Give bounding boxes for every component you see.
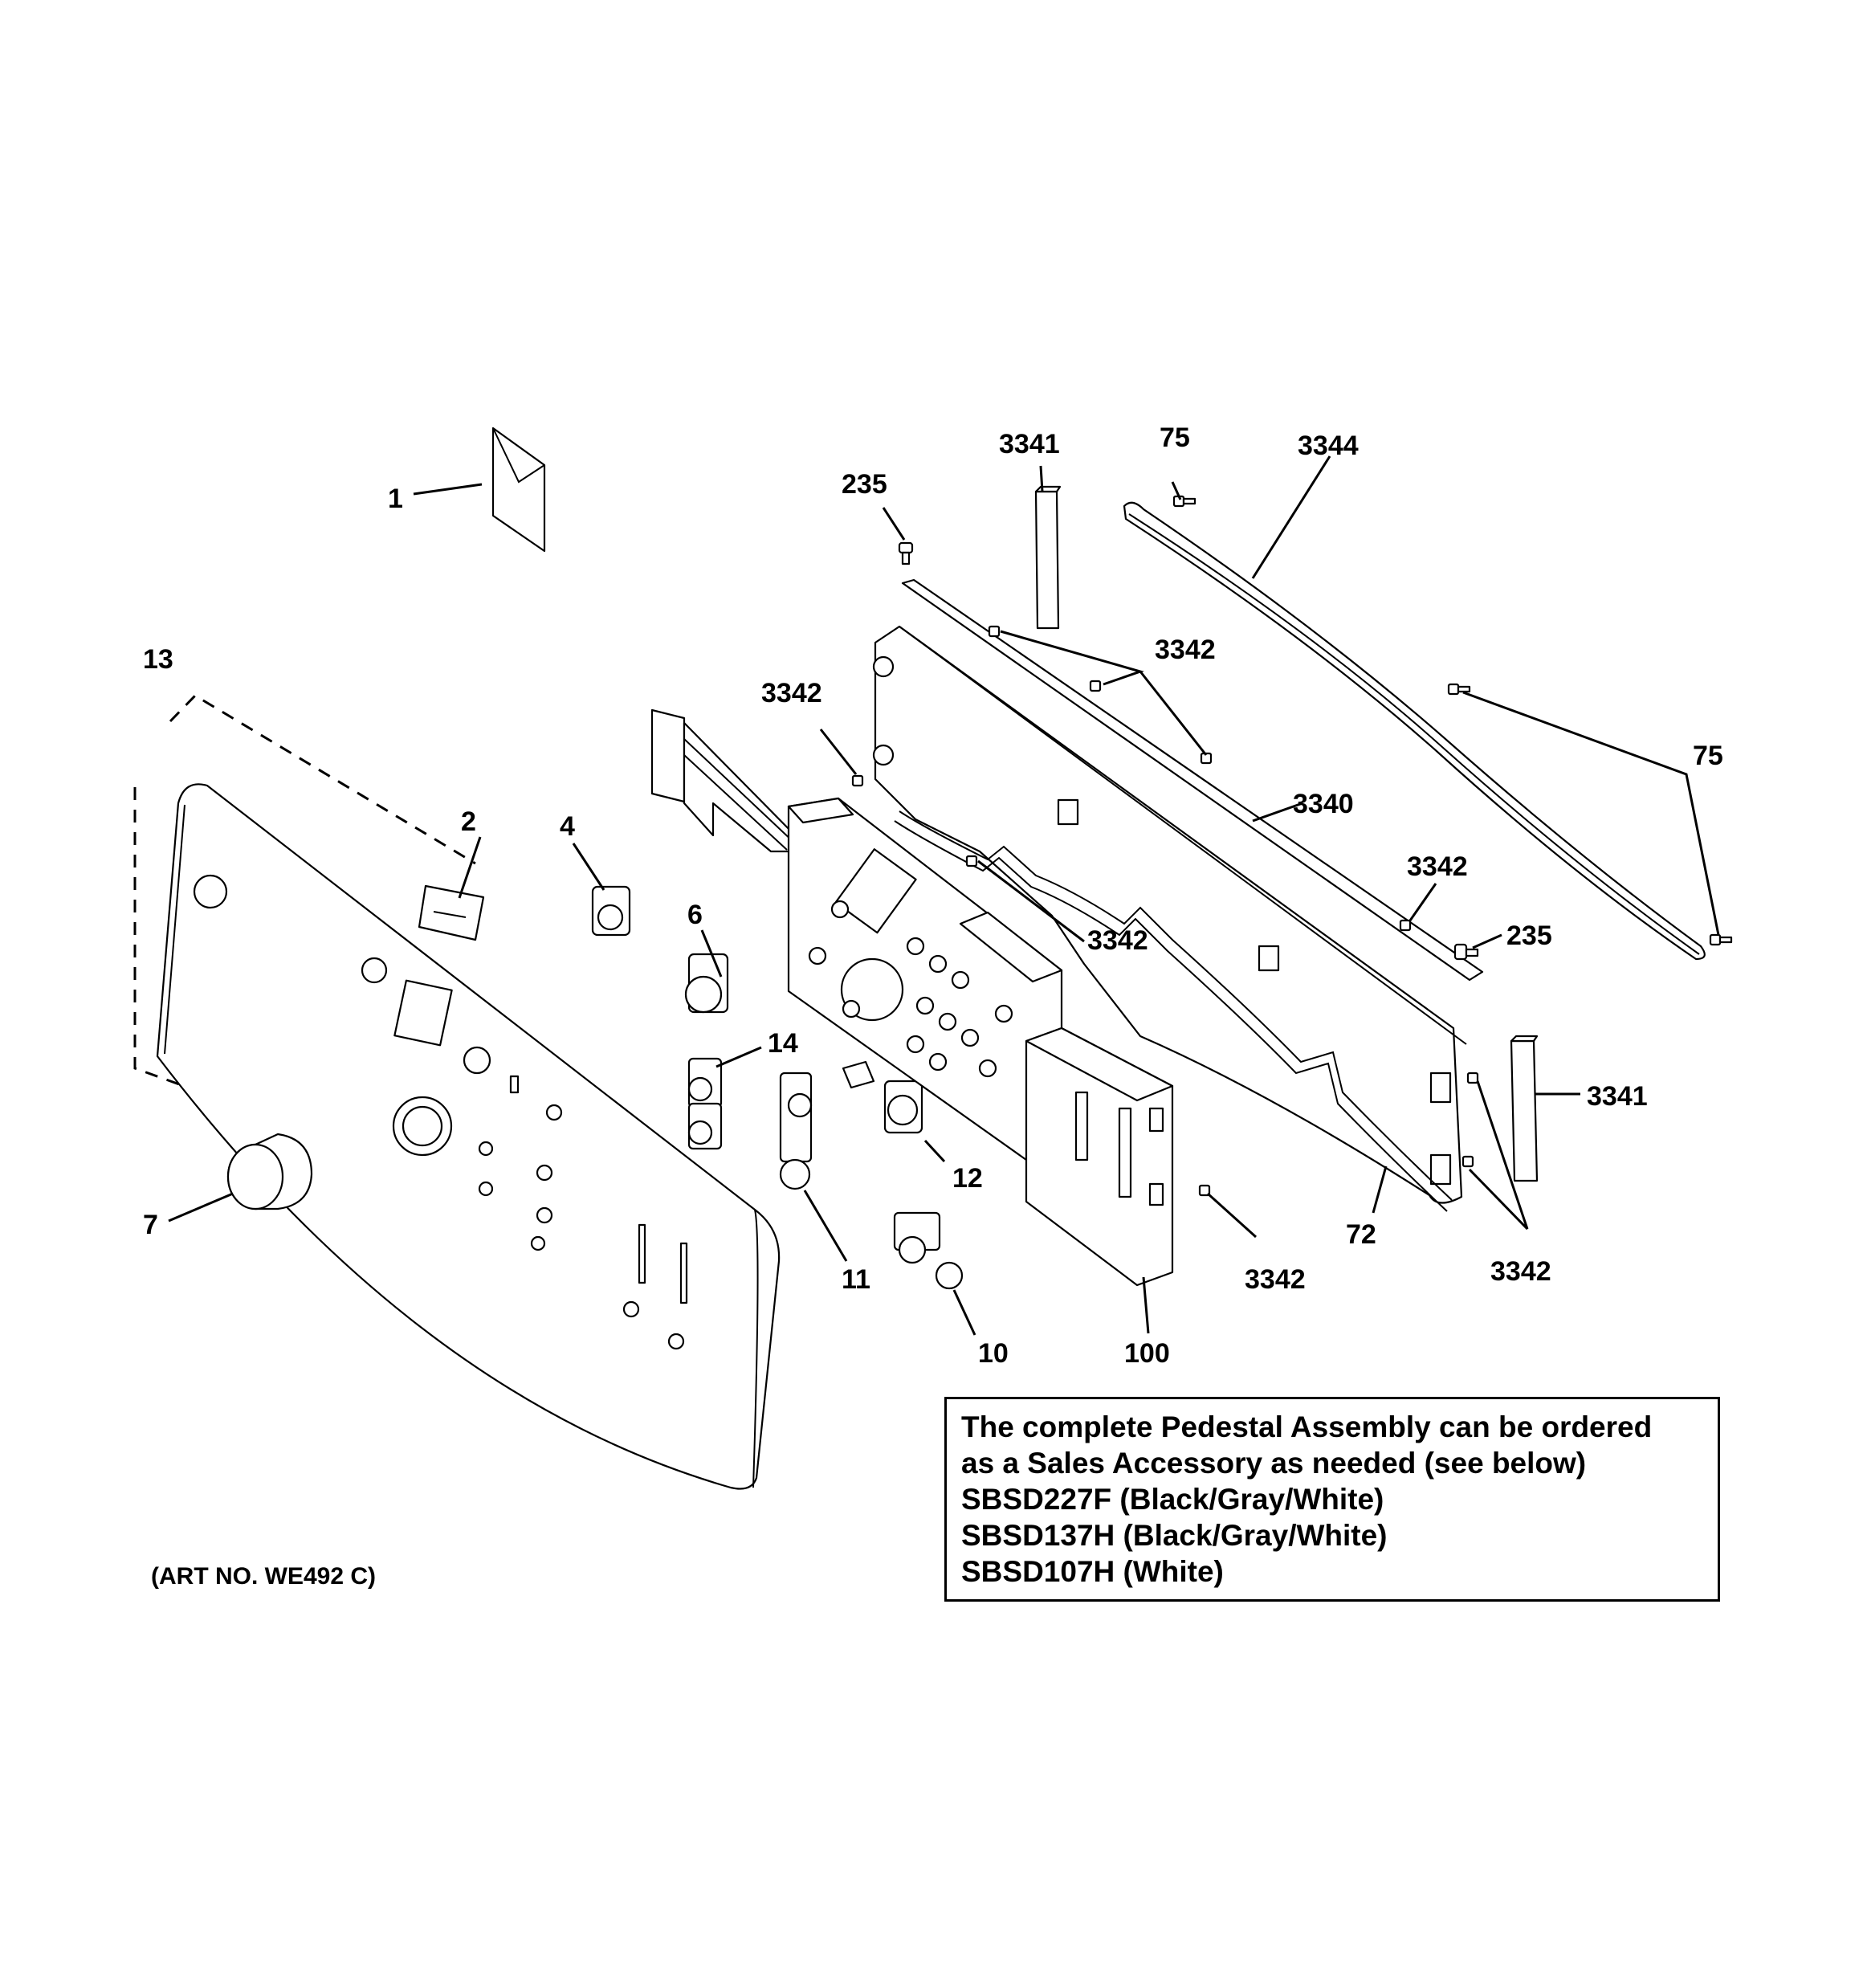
label-72: 72 — [1346, 1219, 1376, 1250]
control-panel-fascia — [156, 783, 781, 1490]
note-line-2: as a Sales Accessory as needed (see belo… — [961, 1447, 1587, 1480]
label-75-right: 75 — [1693, 741, 1723, 771]
part-10-switch — [893, 1211, 964, 1290]
note-line-3: SBSD227F (Black/Gray/White) — [961, 1483, 1384, 1516]
part-11-switch — [779, 1072, 813, 1190]
screw-3342-set — [851, 625, 1479, 1197]
part-7-knob — [226, 1133, 313, 1210]
leader-lines — [168, 455, 1720, 1336]
label-3341-upper: 3341 — [999, 429, 1060, 459]
part-4-switch — [591, 885, 631, 937]
screw-235-upper — [898, 541, 914, 565]
screw-75-lower — [1709, 933, 1733, 946]
label-13: 13 — [143, 644, 173, 675]
part-3344-trim — [1123, 501, 1706, 961]
label-3344: 3344 — [1298, 431, 1359, 461]
label-7: 7 — [143, 1210, 158, 1240]
label-3342-upper-right: 3342 — [1155, 635, 1216, 665]
label-235-upper: 235 — [842, 469, 887, 500]
note-line-1: The complete Pedestal Assembly can be or… — [961, 1410, 1653, 1443]
label-3342-right: 3342 — [1407, 851, 1468, 882]
label-3340: 3340 — [1293, 789, 1354, 819]
screw-75-mid — [1447, 683, 1471, 696]
part-12-switch — [842, 1060, 923, 1134]
part-3340-rear-panel — [872, 578, 1484, 1204]
part-13-dashed-outline — [133, 694, 476, 1091]
label-12: 12 — [952, 1163, 983, 1194]
note-line-4: SBSD137H (Black/Gray/White) — [961, 1519, 1388, 1552]
label-11: 11 — [842, 1264, 870, 1295]
label-3342-bottom-right: 3342 — [1490, 1256, 1551, 1287]
label-235-lower: 235 — [1506, 921, 1552, 951]
part-6-switch — [684, 953, 729, 1014]
label-6: 6 — [687, 900, 703, 930]
pedestal-note-box: The complete Pedestal Assembly can be or… — [944, 1397, 1720, 1602]
control-board-housing — [787, 797, 1063, 1161]
label-14: 14 — [768, 1028, 798, 1059]
label-3342-bottom: 3342 — [1245, 1264, 1306, 1295]
part-3341-block-lower — [1510, 1035, 1539, 1182]
screw-235-lower — [1453, 943, 1479, 961]
art-number: (ART NO. WE492 C) — [151, 1563, 376, 1590]
label-3342-upper-left: 3342 — [761, 678, 822, 708]
label-3341-lower: 3341 — [1587, 1081, 1648, 1112]
ribbon-cable — [650, 708, 806, 853]
label-10: 10 — [978, 1338, 1009, 1369]
label-1: 1 — [388, 484, 403, 514]
note-line-5: SBSD107H (White) — [961, 1555, 1224, 1588]
label-75-upper: 75 — [1160, 423, 1190, 453]
label-2: 2 — [461, 806, 476, 837]
screw-75-upper — [1172, 495, 1196, 508]
label-4: 4 — [560, 811, 575, 842]
label-3342-center: 3342 — [1087, 925, 1148, 956]
label-100: 100 — [1124, 1338, 1170, 1369]
part-14-switches — [687, 1057, 723, 1150]
part-3341-block-upper — [1034, 485, 1062, 630]
part-2-lens — [418, 884, 485, 941]
part-100-board — [1025, 1027, 1174, 1287]
part-72-gasket — [894, 810, 1453, 1212]
part-1-envelope — [491, 427, 546, 553]
